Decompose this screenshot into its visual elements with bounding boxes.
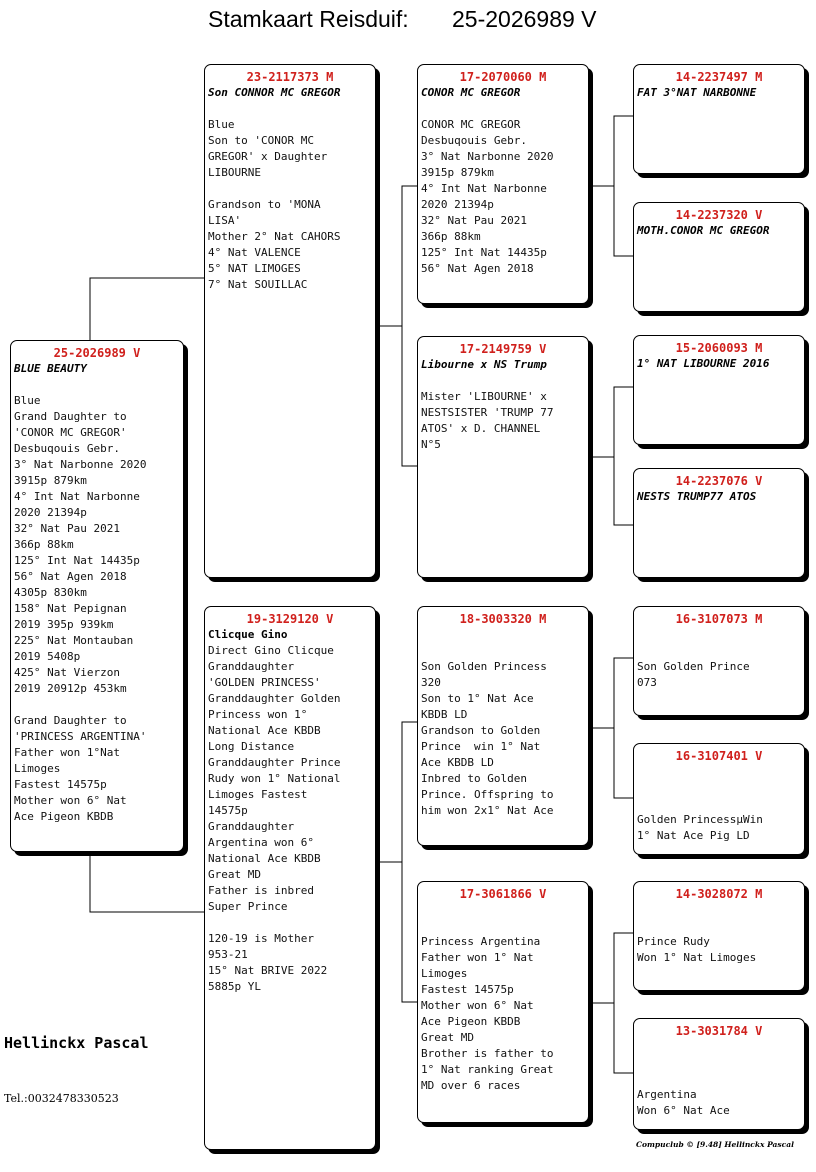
pigeon-name bbox=[421, 627, 585, 643]
ring-number: 25-2026989 V bbox=[53, 346, 141, 360]
ring-number: 23-2117373 M bbox=[246, 70, 334, 84]
ring-number: 17-2149759 V bbox=[459, 342, 547, 356]
pigeon-info: CONOR MC GREGOR Desbuqouis Gebr. 3° Nat … bbox=[421, 118, 554, 275]
pigeon-info: Direct Gino Clicque Granddaughter 'GOLDE… bbox=[208, 644, 341, 993]
pigeon-info: Princess Argentina Father won 1° Nat Lim… bbox=[421, 935, 554, 1092]
title-ring: 25-2026989 V bbox=[452, 6, 597, 32]
sire-sire-dam-card: 14-2237320 V MOTH.CONOR MC GREGOR bbox=[633, 202, 805, 312]
dam-card: 19-3129120 V Clicque Gino Direct Gino Cl… bbox=[204, 606, 376, 1150]
pigeon-info: Mister 'LIBOURNE' x NESTSISTER 'TRUMP 77… bbox=[421, 390, 554, 451]
ring-number: 16-3107073 M bbox=[675, 612, 763, 626]
ring-number: 15-2060093 M bbox=[675, 341, 763, 355]
pigeon-name: Libourne x NS Trump bbox=[421, 358, 547, 371]
ring-number: 18-3003320 M bbox=[459, 612, 547, 626]
sire-card: 23-2117373 M Son CONNOR MC GREGOR Blue S… bbox=[204, 64, 376, 578]
pigeon-name: 1° NAT LIBOURNE 2016 bbox=[637, 357, 770, 370]
pigeon-info: Blue Son to 'CONOR MC GREGOR' x Daughter… bbox=[208, 118, 341, 291]
sire-dam-dam-card: 14-2237076 V NESTS TRUMP77 ATOS bbox=[633, 468, 805, 578]
pigeon-info: Son Golden Princess 320 Son to 1° Nat Ac… bbox=[421, 660, 554, 817]
ring-number: 16-3107401 V bbox=[675, 749, 763, 763]
ring-number: 14-2237320 V bbox=[675, 208, 763, 222]
pigeon-info: Prince Rudy Won 1° Nat Limoges bbox=[637, 935, 757, 964]
ring-number: 13-3031784 V bbox=[675, 1024, 763, 1038]
subject-pigeon-card: 25-2026989 V BLUE BEAUTY Blue Grand Daug… bbox=[10, 340, 184, 852]
page-title: Stamkaart Reisduif: 25-2026989 V bbox=[0, 2, 816, 36]
ring-number: 14-2237497 M bbox=[675, 70, 763, 84]
software-footer: Compuclub © [9.48] Hellinckx Pascal bbox=[636, 1140, 794, 1149]
pigeon-name: NESTS TRUMP77 ATOS bbox=[637, 490, 757, 503]
sire-dam-sire-card: 15-2060093 M 1° NAT LIBOURNE 2016 bbox=[633, 335, 805, 445]
pigeon-name bbox=[421, 902, 585, 918]
title-label: Stamkaart Reisduif: bbox=[208, 6, 409, 32]
sire-dam-card: 17-2149759 V Libourne x NS Trump Mister … bbox=[417, 336, 589, 578]
sire-sire-card: 17-2070060 M CONOR MC GREGOR CONOR MC GR… bbox=[417, 64, 589, 304]
dam-sire-card: 18-3003320 M Son Golden Princess 320 Son… bbox=[417, 606, 589, 846]
pigeon-info: Argentina Won 6° Nat Ace bbox=[637, 1088, 730, 1117]
pigeon-info: Golden PrincessµWin 1° Nat Ace Pig LD bbox=[637, 813, 763, 842]
pigeon-name: FAT 3°NAT NARBONNE bbox=[637, 86, 757, 99]
dam-sire-dam-card: 16-3107401 V Golden PrincessµWin 1° Nat … bbox=[633, 743, 805, 855]
pigeon-info: Blue Grand Daughter to 'CONOR MC GREGOR'… bbox=[14, 394, 147, 823]
pigeon-name: MOTH.CONOR MC GREGOR bbox=[637, 224, 770, 237]
ring-number: 19-3129120 V bbox=[246, 612, 334, 626]
breeder-phone: Tel.:0032478330523 bbox=[4, 1092, 119, 1105]
dam-dam-sire-card: 14-3028072 M Prince Rudy Won 1° Nat Limo… bbox=[633, 881, 805, 991]
ring-number: 14-3028072 M bbox=[675, 887, 763, 901]
dam-dam-dam-card: 13-3031784 V Argentina Won 6° Nat Ace bbox=[633, 1018, 805, 1130]
pigeon-name: Son CONNOR MC GREGOR bbox=[208, 86, 341, 99]
pigeon-name: CONOR MC GREGOR bbox=[421, 86, 521, 99]
ring-number: 17-2070060 M bbox=[459, 70, 547, 84]
ring-number: 14-2237076 V bbox=[675, 474, 763, 488]
ring-number: 17-3061866 V bbox=[459, 887, 547, 901]
pigeon-name: BLUE BEAUTY bbox=[14, 362, 87, 375]
dam-sire-sire-card: 16-3107073 M Son Golden Prince 073 bbox=[633, 606, 805, 716]
dam-dam-card: 17-3061866 V Princess Argentina Father w… bbox=[417, 881, 589, 1123]
pigeon-name: Clicque Gino bbox=[208, 628, 288, 641]
sire-sire-sire-card: 14-2237497 M FAT 3°NAT NARBONNE bbox=[633, 64, 805, 174]
breeder-name: Hellinckx Pascal bbox=[4, 1034, 149, 1052]
pigeon-info: Son Golden Prince 073 bbox=[637, 660, 750, 689]
